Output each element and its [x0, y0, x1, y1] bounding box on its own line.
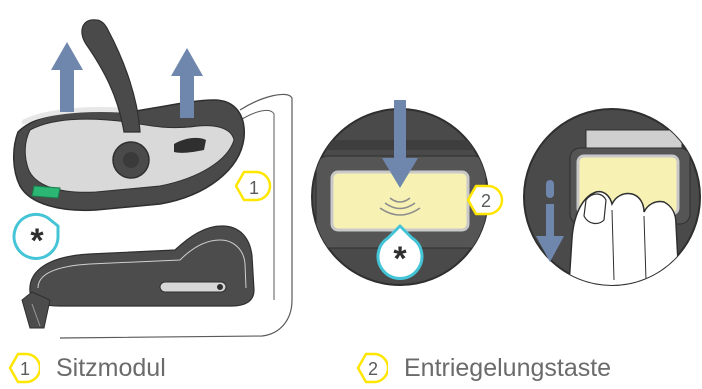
- svg-text:2: 2: [481, 191, 491, 211]
- asterisk-marker-icon: *: [12, 212, 60, 260]
- arrow-down-icon: [536, 180, 564, 262]
- seat-removal-illustration: 1 *: [12, 19, 293, 339]
- legend-item-release-button: 2 Entriegelungstaste: [356, 352, 611, 384]
- svg-text:*: *: [393, 240, 407, 278]
- isofix-base: [21, 225, 255, 329]
- release-button-detail: 2 *: [311, 100, 504, 286]
- arrow-down-icon: [382, 100, 418, 188]
- legend-number-badge: 1: [8, 352, 40, 384]
- svg-text:*: *: [30, 222, 44, 260]
- svg-text:1: 1: [20, 359, 30, 379]
- arrow-up-icon: [171, 48, 203, 118]
- latch-indicator: [31, 185, 61, 199]
- callout-seat-unit: 1: [234, 170, 272, 202]
- carry-handle: [81, 19, 141, 133]
- legend-label: Entriegelungstaste: [404, 353, 612, 382]
- legend-item-seat-module: 1 Sitzmodul: [8, 352, 166, 384]
- hand-press-detail: [523, 108, 701, 286]
- svg-text:2: 2: [368, 359, 378, 379]
- arrow-up-icon: [51, 42, 83, 112]
- legend-number-badge: 2: [356, 352, 388, 384]
- callout-release-button: 2: [466, 184, 504, 216]
- asterisk-marker-icon: *: [376, 224, 424, 280]
- callout-seat-unit-number: 1: [249, 178, 259, 198]
- vehicle-seat-outline: [59, 93, 293, 339]
- seat-module: [13, 19, 245, 212]
- legend-label: Sitzmodul: [56, 353, 166, 382]
